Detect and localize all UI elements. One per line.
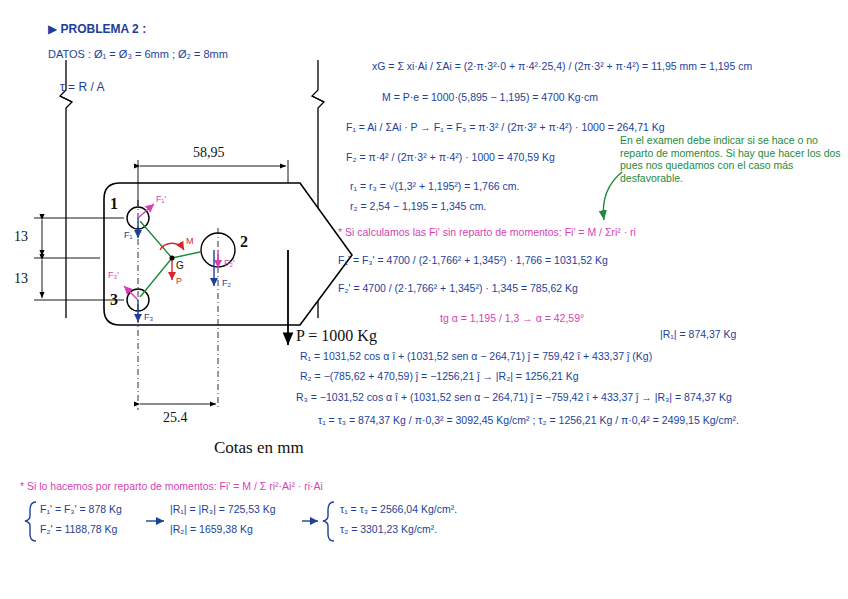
callout-number: 2 <box>240 232 248 251</box>
equation: R₂ = −(785,62 + 470,59) ĵ = −1256,21 ĵ →… <box>300 370 579 383</box>
formula: τ = R / A <box>60 80 104 94</box>
equation: xG = Σ xi·Ai / ΣAi = (2·π·3²·0 + π·4²·25… <box>372 60 752 73</box>
equation: F₁' = F₃' = 4700 / (2·1,766² + 1,345²) ·… <box>338 254 608 267</box>
dimension-lines <box>34 160 288 404</box>
force-label: F₂' <box>224 258 235 269</box>
dimension: 13 <box>14 229 28 246</box>
note: * Si calculamos las Fi' sin reparto de m… <box>338 226 636 239</box>
dimension: 25.4 <box>163 410 188 427</box>
equation: F₁ = Ai / ΣAi · P → F₁ = F₃ = π·3² / (2π… <box>346 121 665 134</box>
equation: tg α = 1,195 / 1,3 → α = 42,59° <box>440 312 584 325</box>
exam-note: En el examen debe indicar si se hace o n… <box>620 134 842 184</box>
equation: R₁ = 1031,52 cos α î + (1031,52 sen α − … <box>300 350 652 363</box>
force-label: F₃' <box>108 270 119 281</box>
equation: F₂ = π·4² / (2π·3² + π·4²) · 1000 = 470,… <box>346 151 555 164</box>
result: F₁' = F₃' = 878 Kg <box>40 503 122 516</box>
title: ▶ PROBLEMA 2 : <box>48 22 146 36</box>
rivet-holes <box>127 207 235 311</box>
callout-number: 3 <box>110 290 118 309</box>
result: τ₂ = 3301,23 Kg/cm². <box>340 523 437 536</box>
force-label: F₁' <box>156 194 166 205</box>
center-lines <box>138 200 218 410</box>
data-line: DATOS : Ø₁ = Ø₃ = 6mm ; Ø₂ = 8mm <box>48 48 228 61</box>
load-arrow <box>287 250 289 345</box>
caption-note: Cotas en mm <box>214 438 304 458</box>
note: * Si lo hacemos por reparto de momentos:… <box>20 480 323 493</box>
result: |R₁| = |R₃| = 725,53 Kg <box>170 503 276 516</box>
equation: r₁ = r₃ = √(1,3² + 1,195²) = 1,766 cm. <box>350 180 519 193</box>
callout-number: 1 <box>110 194 118 213</box>
force-vectors <box>124 204 218 322</box>
dimension: 58,95 <box>193 145 225 162</box>
centroid-label: G <box>176 260 184 272</box>
moment-label: M <box>186 236 194 247</box>
note-pointer <box>603 172 622 220</box>
dimension: 13 <box>14 271 28 288</box>
equation: R₃ = −1031,52 cos α î + (1031,52 sen α −… <box>296 391 732 404</box>
equation: τ₁ = τ₃ = 874,37 Kg / π·0,3² = 3092,45 K… <box>318 414 739 427</box>
force-label: F₂ <box>222 278 231 289</box>
force-label: F₁ <box>124 230 133 241</box>
equation: |R₁| = 874,37 Kg <box>660 328 736 341</box>
force-label: P <box>176 276 182 287</box>
braces <box>25 502 334 541</box>
result: τ₁ = τ₃ = 2566,04 Kg/cm². <box>340 503 457 516</box>
result: |R₂| = 1659,38 Kg <box>170 523 253 536</box>
equation: r₂ = 2,54 − 1,195 = 1,345 cm. <box>350 200 486 213</box>
force-label: F₃ <box>144 312 153 323</box>
bracket-plate <box>104 183 352 325</box>
result: F₂' = 1188,78 Kg <box>40 523 117 536</box>
centroid-dot <box>170 256 175 261</box>
equation: F₂' = 4700 / (2·1,766² + 1,345²) · 1,345… <box>338 282 578 295</box>
load-label: P = 1000 Kg <box>296 326 377 345</box>
equation: M = P·e = 1000·(5,895 − 1,195) = 4700 Kg… <box>382 91 598 104</box>
